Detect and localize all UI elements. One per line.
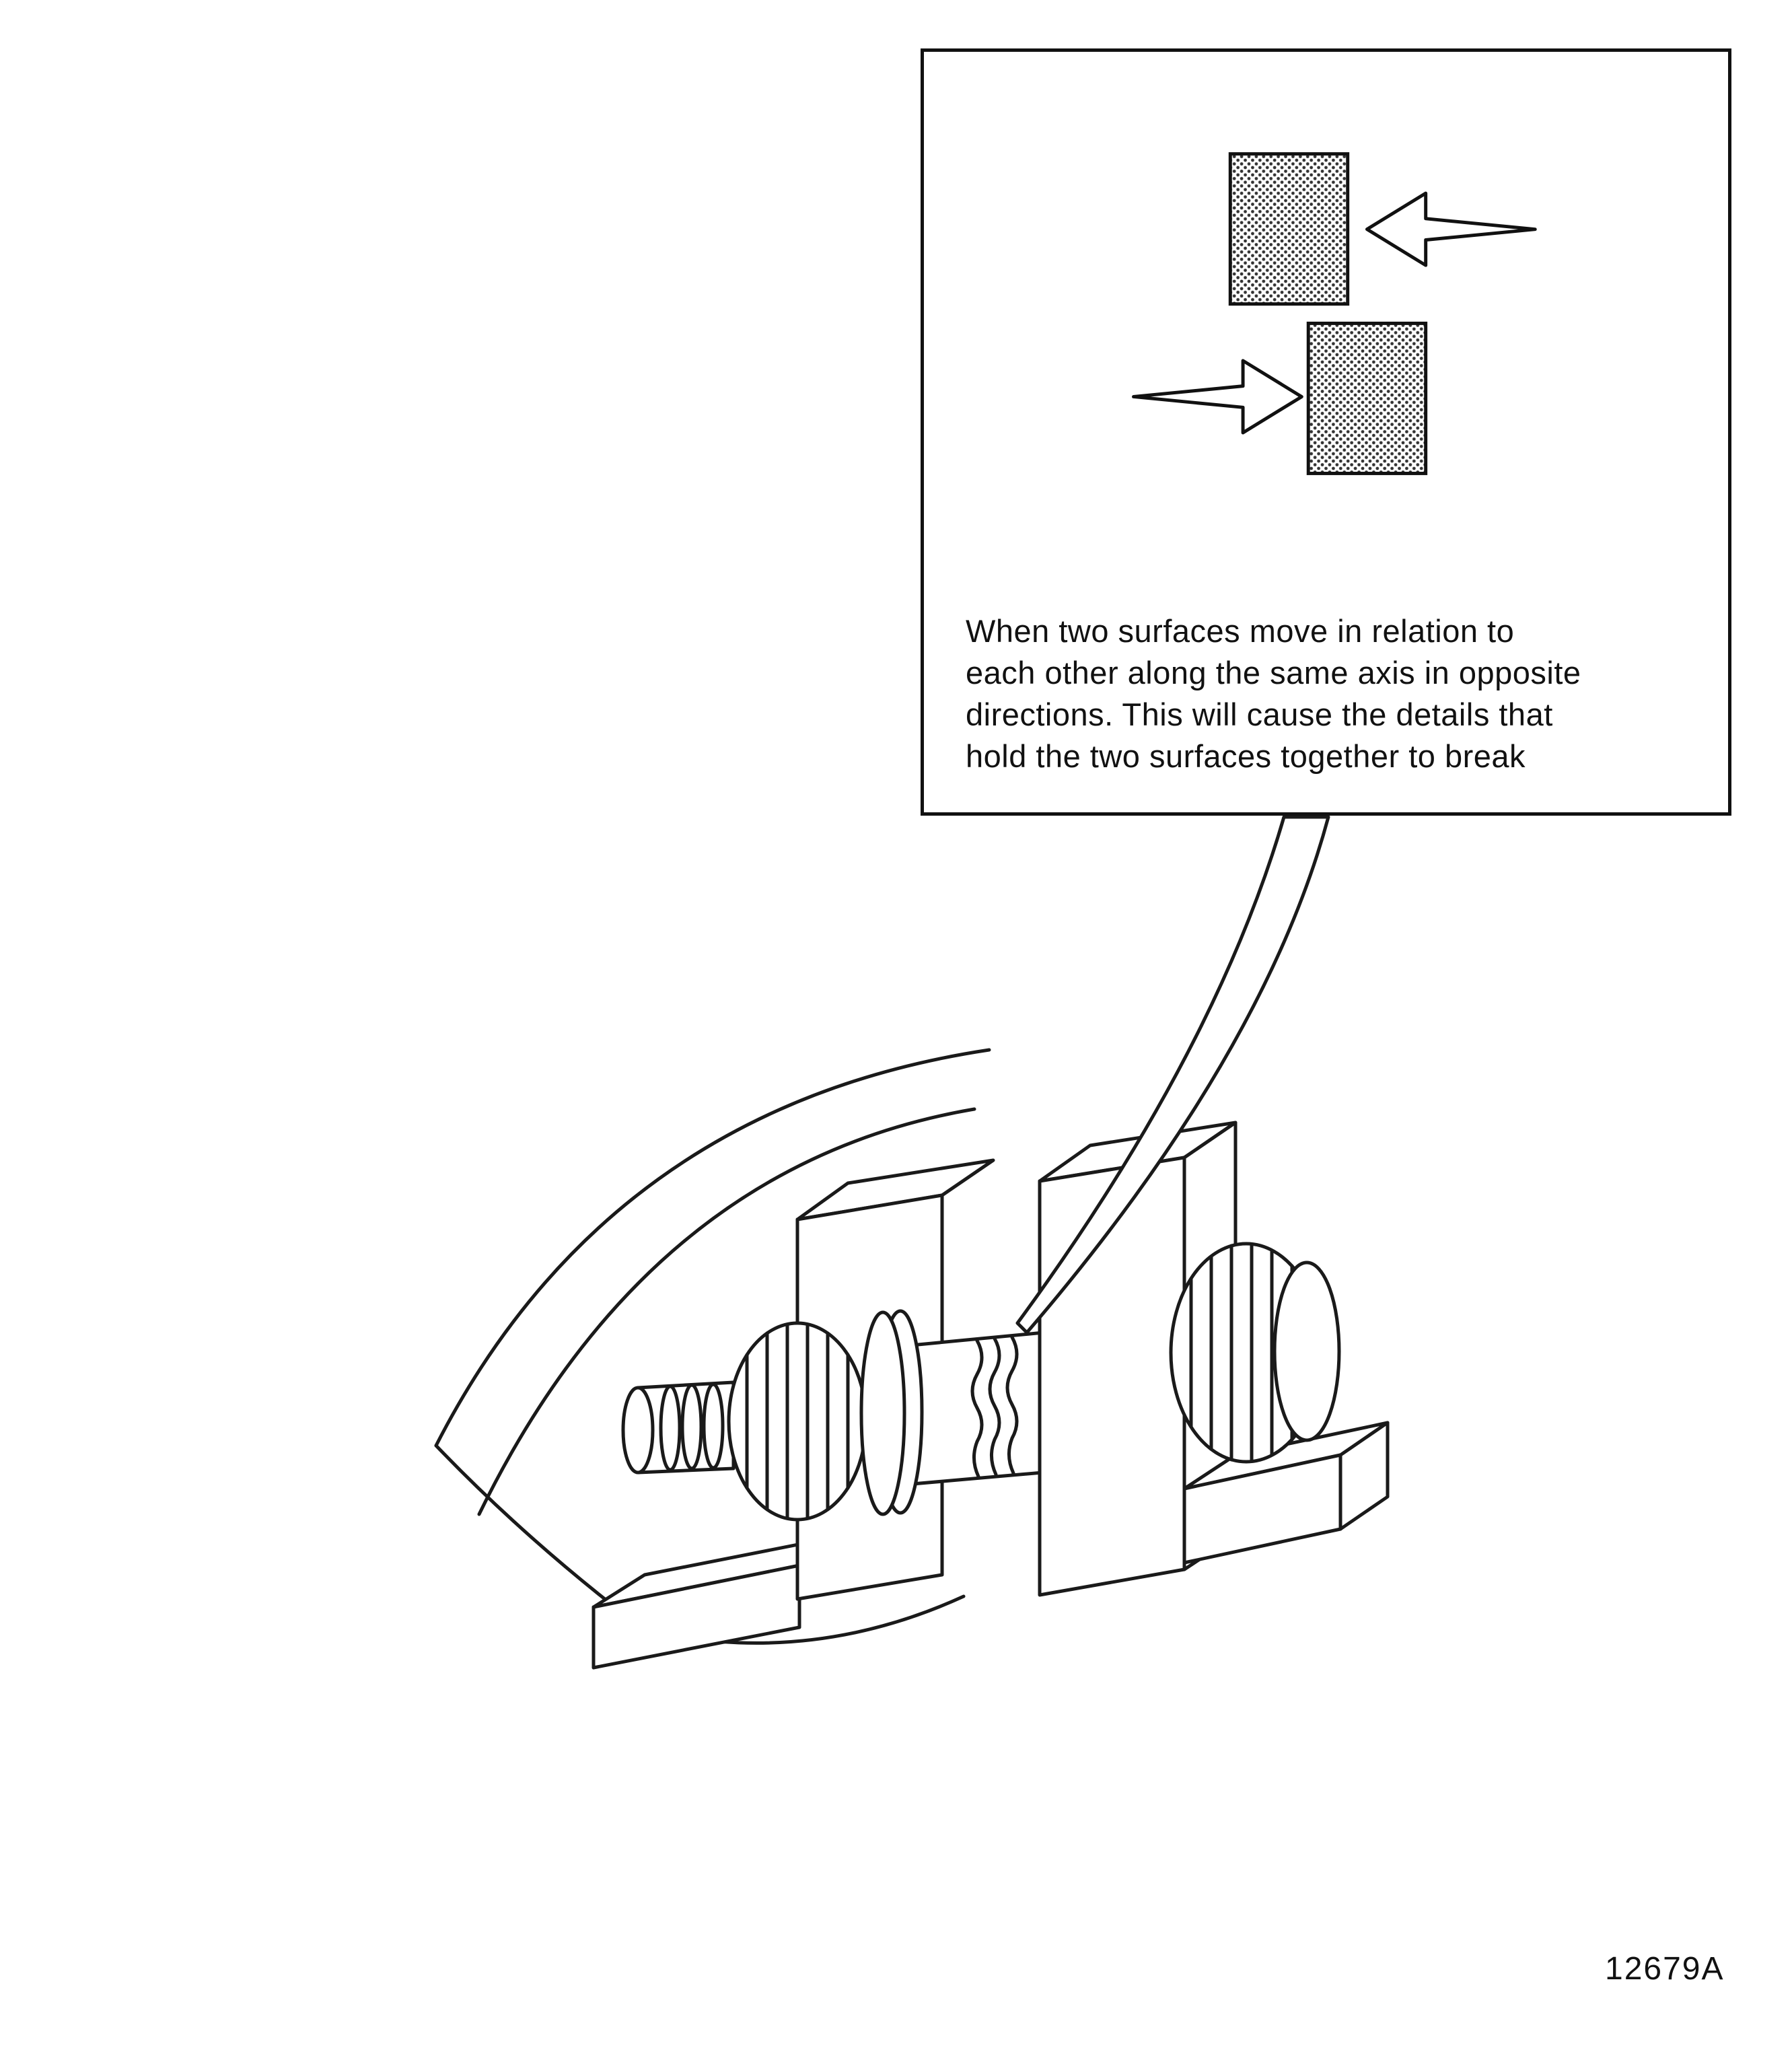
bolt-right-end xyxy=(1169,1242,1341,1464)
shear-principle-graphic xyxy=(1132,152,1537,475)
thread-ring xyxy=(680,1383,703,1470)
right-arrow-icon xyxy=(1132,359,1303,435)
caption-line-4: hold the two surfaces together to break xyxy=(966,738,1526,775)
right-foot-front xyxy=(1182,1453,1342,1565)
rim-arc-outer xyxy=(434,1048,991,1448)
thread-ring xyxy=(659,1384,682,1472)
caption-line-3: directions. This will cause the details … xyxy=(966,697,1553,733)
thread-ring xyxy=(702,1382,725,1470)
callout-leader-line xyxy=(1015,815,1330,1335)
rim-arc-inner xyxy=(477,1107,976,1516)
lower-surface-block xyxy=(1306,321,1428,475)
left-foot-front xyxy=(592,1563,801,1670)
left-arrow-icon xyxy=(1365,191,1537,267)
nut-spline-lines xyxy=(1189,1242,1294,1463)
callout-box: When two surfaces move in relation to ea… xyxy=(921,48,1731,816)
splined-collar xyxy=(727,1321,868,1522)
thread-stub-cap xyxy=(621,1386,655,1475)
shear-zone-line xyxy=(970,1339,984,1479)
caption-line-1: When two surfaces move in relation to xyxy=(966,613,1515,649)
bolt-left-end xyxy=(621,1309,924,1522)
flange-washer-front xyxy=(859,1310,906,1516)
upper-surface-block xyxy=(1228,152,1350,306)
shear-zone-line xyxy=(988,1337,1001,1477)
collar-spline-lines xyxy=(745,1322,850,1520)
shear-zone-line xyxy=(1005,1335,1019,1475)
figure-number: 12679A xyxy=(1605,1951,1725,1987)
caption-line-2: each other along the same axis in opposi… xyxy=(966,655,1581,691)
callout-caption: When two surfaces move in relation to ea… xyxy=(966,610,1716,777)
nut-end-cap xyxy=(1273,1261,1341,1442)
